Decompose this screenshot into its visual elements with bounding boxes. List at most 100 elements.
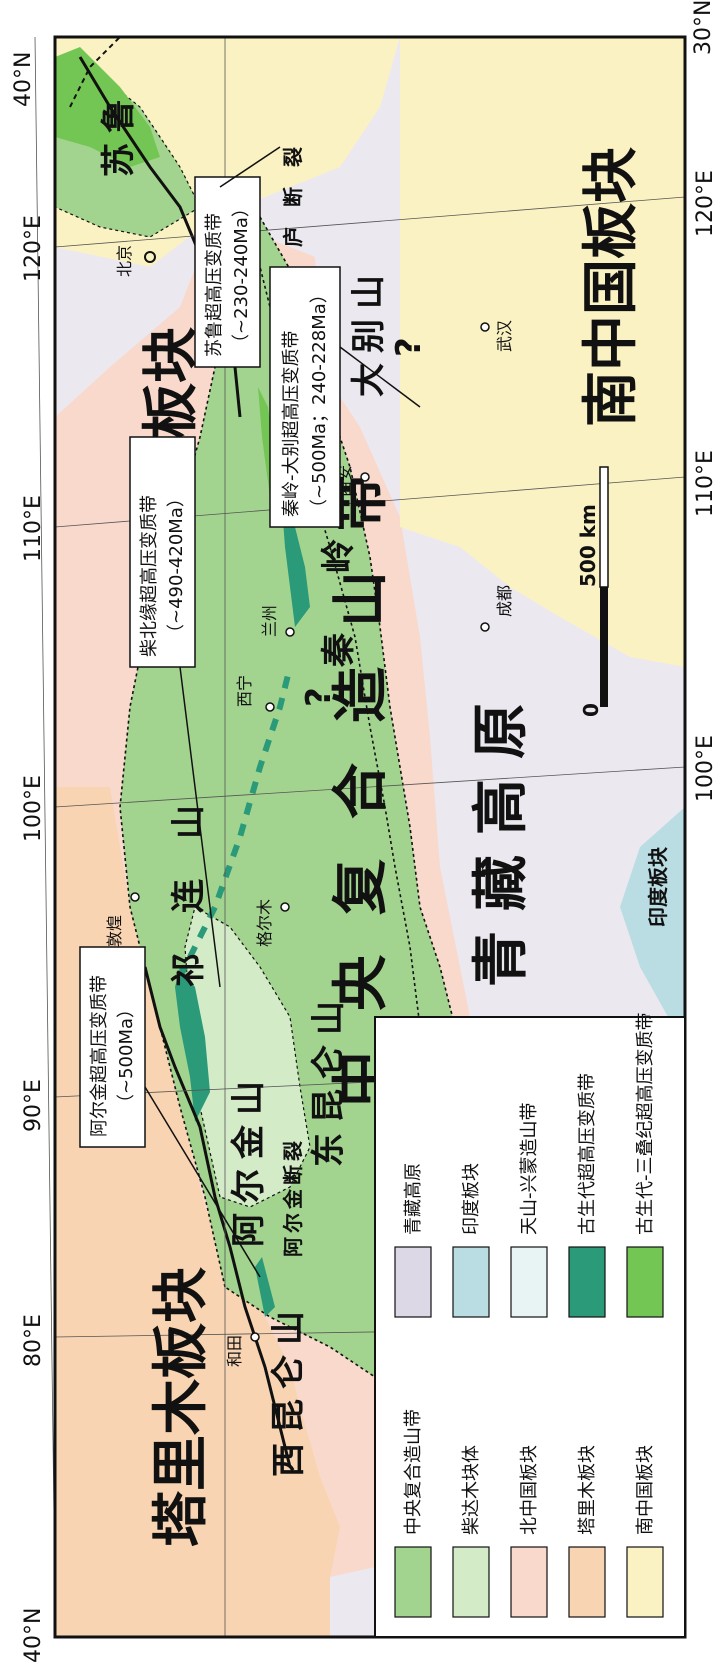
legend-swatch	[452, 1246, 490, 1318]
lon-label-120e: 120°E	[21, 215, 46, 282]
city-marker-xining	[265, 702, 275, 712]
inferred-uhp-link	[177, 666, 293, 979]
callout-qaidam-line1: 柴北缘超高压变质带	[139, 495, 160, 657]
callout-sulu: 苏鲁超高压变质带 （~230-240Ma）	[194, 146, 281, 368]
callout-qinling-line1: 秦岭-大别超高压变质带	[281, 331, 302, 518]
lat-label-40n-right: 40°N	[11, 52, 36, 107]
legend-swatch	[394, 1546, 432, 1618]
legend-swatch	[394, 1246, 432, 1318]
scale-zero: 0	[579, 703, 603, 717]
callout-altyn-line2: （~500Ma）	[116, 1000, 137, 1112]
lat-label-30n: 30°N	[691, 0, 716, 55]
legend-label: 天山-兴蒙造山带	[519, 1103, 540, 1236]
label-sulu: 苏鲁	[99, 89, 139, 177]
label-qilian: 祁连山	[169, 765, 209, 987]
legend-swatch	[452, 1546, 490, 1618]
legend-label: 北中国板块	[519, 1445, 540, 1535]
legend-swatch	[626, 1546, 664, 1618]
lon-label-120e-bottom: 120°E	[693, 170, 718, 237]
legend-label: 柴达木块体	[461, 1445, 482, 1535]
callout-altyn: 阿尔金超高压变质带 （~500Ma）	[79, 946, 261, 1278]
callout-qinling-box	[269, 266, 341, 528]
city-hotan: 和田	[225, 1335, 244, 1367]
question-mark-2: ?	[389, 337, 429, 357]
legend-label: 古生代超高压变质带	[577, 1073, 598, 1235]
city-marker-chengdu	[480, 622, 490, 632]
callout-qinling-leader	[339, 346, 421, 408]
city-golmud: 格尔木	[255, 899, 274, 947]
legend-swatch	[510, 1546, 548, 1618]
india-plate-area	[620, 807, 685, 1047]
lat-label-40n-left: 40°N	[21, 1608, 46, 1663]
lon-label-100e: 100°E	[21, 775, 46, 842]
city-marker-lanzhou	[285, 627, 295, 637]
lon-label-80e: 80°E	[21, 1314, 46, 1367]
grid-line-120e	[54, 196, 686, 248]
sulu-uhp-belt	[55, 47, 160, 167]
grid-line-40n	[34, 36, 56, 1598]
label-tibet: 青藏高原	[469, 683, 534, 987]
label-west-kunlun: 西昆仑山	[269, 1301, 309, 1477]
city-wuhan: 武汉	[495, 320, 514, 352]
callout-altyn-line1: 阿尔金超高压变质带	[89, 975, 110, 1137]
label-altyn-fault: 阿尔金断裂	[281, 1137, 305, 1257]
callout-sulu-box	[194, 176, 261, 368]
callout-sulu-leader	[219, 146, 281, 188]
callout-qinling-line2: （~500Ma；240-228Ma）	[309, 285, 330, 517]
legend-swatch	[626, 1246, 664, 1318]
south-china-plate-area	[400, 37, 685, 667]
label-india: 印度板块	[646, 846, 670, 927]
city-marker-xian	[360, 472, 370, 482]
callout-qaidam: 柴北缘超高压变质带 （~490-420Ma）	[129, 436, 221, 988]
scale-bar-black	[600, 587, 608, 707]
dashed-boundary	[69, 36, 121, 108]
callout-altyn-box	[79, 946, 146, 1148]
legend-box	[374, 1016, 686, 1638]
callout-qaidam-line2: （~490-420Ma）	[166, 489, 187, 642]
callout-qaidam-box	[129, 436, 196, 668]
label-altyn: 阿尔金山	[229, 1071, 269, 1247]
callout-altyn-leader	[144, 1086, 261, 1278]
lon-label-110e: 110°E	[21, 495, 46, 562]
scale-label: 500 km	[576, 504, 600, 587]
callout-sulu-line2: （~230-240Ma）	[231, 199, 252, 352]
cities: 北京 西安 武汉 成都 西宁 兰州 敦煌 格尔木 和田	[105, 245, 514, 1367]
label-tarim: 塔里木板块	[149, 1267, 214, 1547]
label-south-china: 南中国板块	[579, 147, 644, 427]
legend-label: 塔里木板块	[577, 1445, 598, 1535]
legend-label: 印度板块	[461, 1163, 482, 1235]
grid-line-100e	[54, 766, 686, 808]
city-marker-hotan	[250, 1332, 260, 1342]
lon-label-90e: 90°E	[21, 1079, 46, 1132]
city-dunhuang: 敦煌	[105, 915, 124, 947]
legend: 中央复合造山带 柴达木块体 北中国板块 塔里木板块 南中国板块 青藏高原 印度板块 天山-兴蒙…	[374, 1013, 686, 1638]
city-beijing: 北京	[115, 245, 134, 277]
map-frame	[53, 35, 687, 1639]
legend-swatch	[510, 1246, 548, 1318]
city-marker-golmud	[280, 902, 290, 912]
callout-qinling: 秦岭-大别超高压变质带 （~500Ma；240-228Ma）	[269, 266, 421, 528]
label-tanlu: 郯庐断裂	[281, 127, 305, 287]
scale-bar-white	[599, 466, 609, 588]
city-marker-wuhan	[480, 322, 490, 332]
legend-label: 古生代-三叠纪超高压变质带	[635, 1013, 656, 1236]
callout-qaidam-leader	[179, 666, 221, 988]
label-east-kunlun: 东昆仑山	[309, 991, 349, 1167]
label-dabie: 大别山	[349, 265, 389, 397]
altyn-fault-line	[143, 966, 292, 1468]
lon-label-100e-bottom: 100°E	[693, 735, 718, 802]
lon-label-110e-bottom: 110°E	[693, 450, 718, 517]
city-marker-dunhuang	[130, 892, 140, 902]
legend-swatch	[568, 1246, 606, 1318]
qaidam-uhp-belt	[175, 967, 210, 1122]
city-xining: 西宁	[235, 675, 254, 707]
altyn-uhp-belt	[255, 1257, 275, 1317]
legend-label: 南中国板块	[635, 1445, 656, 1535]
city-marker-beijing	[144, 251, 156, 263]
legend-label: 中央复合造山带	[403, 1409, 424, 1535]
scale-bar: 0 500 km	[576, 466, 609, 717]
legend-label: 青藏高原	[403, 1163, 424, 1235]
city-lanzhou: 兰州	[260, 605, 279, 637]
